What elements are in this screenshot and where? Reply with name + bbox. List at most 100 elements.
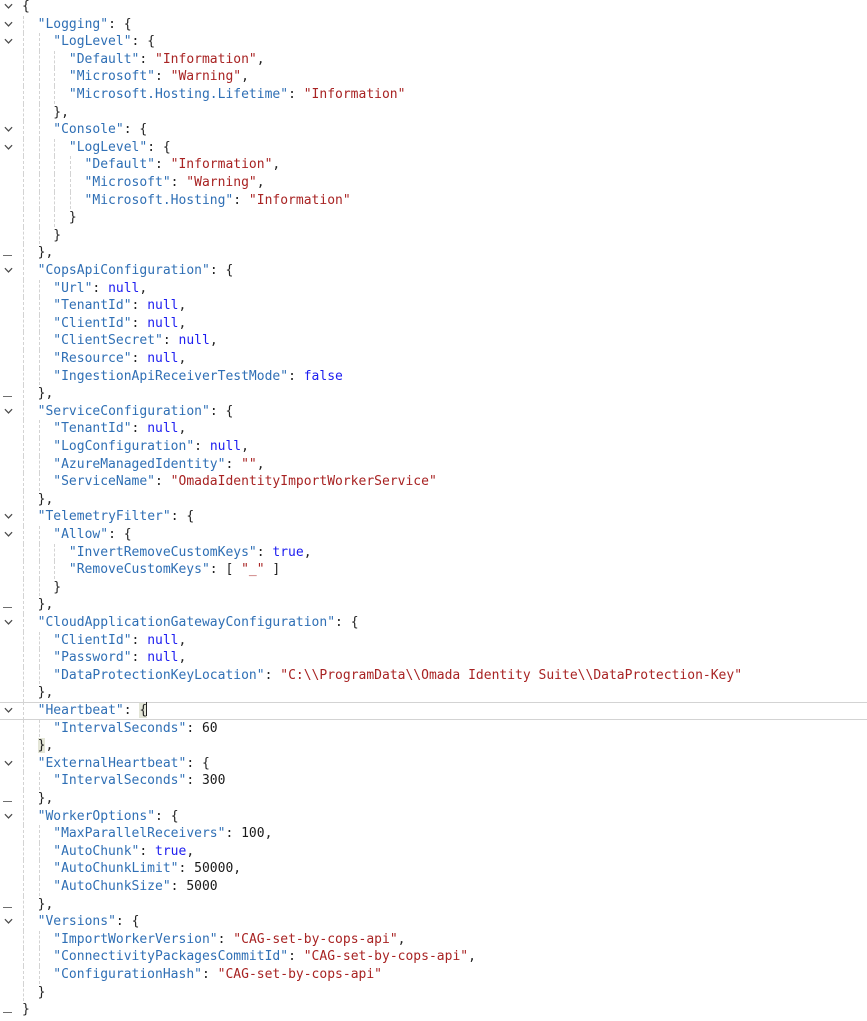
code-line[interactable]: "MaxParallelReceivers": 100, [0, 825, 867, 843]
code-line[interactable]: } [0, 209, 867, 227]
code-line[interactable]: "TelemetryFilter": { [0, 508, 867, 526]
code-line-text[interactable]: "LogLevel": { [0, 139, 867, 157]
code-line[interactable]: "Console": { [0, 121, 867, 139]
code-line[interactable]: "IntervalSeconds": 300 [0, 772, 867, 790]
code-line[interactable]: "AutoChunkSize": 5000 [0, 878, 867, 896]
code-line[interactable]: }, [0, 490, 867, 509]
code-line[interactable]: "LogConfiguration": null, [0, 438, 867, 456]
code-line-text[interactable]: }, [0, 737, 867, 755]
chevron-down-icon[interactable] [4, 143, 13, 152]
code-line[interactable]: "LogLevel": { [0, 33, 867, 51]
fold-chevron-down-icon[interactable] [0, 16, 22, 34]
code-line[interactable]: }, [0, 684, 867, 702]
code-line[interactable]: "ImportWorkerVersion": "CAG-set-by-cops-… [0, 930, 867, 949]
code-line-text[interactable]: "Versions": { [0, 913, 867, 931]
code-line-text[interactable]: "Password": null, [0, 649, 867, 667]
code-line[interactable]: "IngestionApiReceiverTestMode": false [0, 367, 867, 386]
code-line-text[interactable]: } [0, 1001, 867, 1019]
code-line-text[interactable]: "CloudApplicationGatewayConfiguration": … [0, 614, 867, 632]
code-line-text[interactable]: "AutoChunkSize": 5000 [0, 878, 867, 896]
code-line-text[interactable]: "AutoChunkLimit": 50000, [0, 860, 867, 878]
code-line[interactable]: "TenantId": null, [0, 420, 867, 438]
code-line-text[interactable]: "LogConfiguration": null, [0, 438, 867, 456]
chevron-down-icon[interactable] [4, 125, 13, 134]
code-line-text[interactable]: "ClientId": null, [0, 315, 867, 333]
code-line-text[interactable]: "Microsoft.Hosting": "Information" [0, 192, 867, 210]
code-line-text[interactable]: "Url": null, [0, 280, 867, 298]
code-line-text[interactable]: "IntervalSeconds": 300 [0, 772, 867, 790]
chevron-down-icon[interactable] [4, 917, 13, 926]
chevron-down-icon[interactable] [4, 759, 13, 768]
code-line[interactable]: "Default": "Information", [0, 50, 867, 69]
code-line-text[interactable]: "Logging": { [0, 16, 867, 34]
chevron-down-icon[interactable] [4, 512, 13, 521]
code-line[interactable]: "Url": null, [0, 279, 867, 298]
chevron-down-icon[interactable] [4, 530, 13, 539]
fold-chevron-down-icon[interactable] [0, 139, 22, 157]
code-line[interactable]: "Allow": { [0, 526, 867, 544]
code-line-text[interactable]: "AzureManagedIdentity": "", [0, 456, 867, 474]
chevron-down-icon[interactable] [4, 706, 13, 715]
fold-chevron-down-icon[interactable] [0, 508, 22, 526]
code-line[interactable]: "DataProtectionKeyLocation": "C:\\Progra… [0, 666, 867, 685]
code-line-text[interactable]: "ConnectivityPackagesCommitId": "CAG-set… [0, 948, 867, 966]
fold-chevron-down-icon[interactable] [0, 403, 22, 421]
code-line-text[interactable]: }, [0, 491, 867, 509]
code-line[interactable]: "ConnectivityPackagesCommitId": "CAG-set… [0, 948, 867, 966]
code-line[interactable]: } [0, 226, 867, 245]
fold-chevron-down-icon[interactable] [0, 526, 22, 544]
code-line[interactable]: } [0, 578, 867, 597]
code-line[interactable]: } [0, 1001, 867, 1019]
code-line-text[interactable]: "ExternalHeartbeat": { [0, 755, 867, 773]
code-line[interactable]: "Microsoft.Hosting.Lifetime": "Informati… [0, 86, 867, 104]
code-line[interactable]: }, [0, 244, 867, 262]
code-line-text[interactable]: }, [0, 104, 867, 122]
code-line-text[interactable]: "InvertRemoveCustomKeys": true, [0, 544, 867, 562]
code-line-text[interactable]: { [0, 0, 867, 16]
code-line[interactable]: "Heartbeat": { [0, 702, 867, 720]
code-line-text[interactable]: }, [0, 244, 867, 262]
code-line[interactable]: }, [0, 895, 867, 914]
code-line[interactable]: "ConfigurationHash": "CAG-set-by-cops-ap… [0, 966, 867, 984]
code-line-text[interactable]: "RemoveCustomKeys": [ "_" ] [0, 561, 867, 579]
code-line-text[interactable]: "IntervalSeconds": 60 [0, 720, 867, 738]
code-line[interactable]: "AutoChunk": true, [0, 842, 867, 861]
code-line[interactable]: "ExternalHeartbeat": { [0, 754, 867, 773]
code-line[interactable]: { [0, 0, 867, 16]
fold-chevron-down-icon[interactable] [0, 913, 22, 931]
code-line[interactable]: "ClientId": null, [0, 631, 867, 650]
code-line-text[interactable]: "ConfigurationHash": "CAG-set-by-cops-ap… [0, 966, 867, 984]
code-line-text[interactable]: "CopsApiConfiguration": { [0, 262, 867, 280]
code-line[interactable]: }, [0, 790, 867, 808]
code-line[interactable]: } [0, 983, 867, 1002]
fold-chevron-down-icon[interactable] [0, 262, 22, 280]
code-line[interactable]: "ServiceConfiguration": { [0, 402, 867, 421]
code-line[interactable]: "WorkerOptions": { [0, 807, 867, 826]
fold-chevron-down-icon[interactable] [0, 755, 22, 773]
code-line[interactable]: "TenantId": null, [0, 297, 867, 315]
chevron-down-icon[interactable] [4, 618, 13, 627]
code-line-text[interactable]: "Allow": { [0, 526, 867, 544]
code-line-text[interactable]: "Microsoft.Hosting.Lifetime": "Informati… [0, 86, 867, 104]
code-line-text[interactable]: "TelemetryFilter": { [0, 508, 867, 526]
code-line[interactable]: "AutoChunkLimit": 50000, [0, 860, 867, 878]
chevron-down-icon[interactable] [4, 266, 13, 275]
fold-chevron-down-icon[interactable] [0, 0, 22, 16]
code-line[interactable]: "Microsoft": "Warning", [0, 174, 867, 192]
code-line-text[interactable]: "WorkerOptions": { [0, 808, 867, 826]
fold-chevron-down-icon[interactable] [0, 121, 22, 139]
code-line[interactable]: "ClientId": null, [0, 314, 867, 333]
code-line[interactable]: "Default": "Information", [0, 156, 867, 174]
code-line-text[interactable]: } [0, 227, 867, 245]
code-line[interactable]: "Resource": null, [0, 350, 867, 368]
code-line[interactable]: "ClientSecret": null, [0, 332, 867, 350]
code-line-text[interactable]: }, [0, 596, 867, 614]
fold-chevron-down-icon[interactable] [0, 33, 22, 51]
code-line-text[interactable]: "ClientId": null, [0, 632, 867, 650]
code-line[interactable]: "Microsoft.Hosting": "Information" [0, 191, 867, 210]
code-line[interactable]: "Password": null, [0, 649, 867, 667]
code-line-text[interactable]: "DataProtectionKeyLocation": "C:\\Progra… [0, 667, 867, 685]
code-line[interactable]: "LogLevel": { [0, 138, 867, 157]
chevron-down-icon[interactable] [4, 812, 13, 821]
